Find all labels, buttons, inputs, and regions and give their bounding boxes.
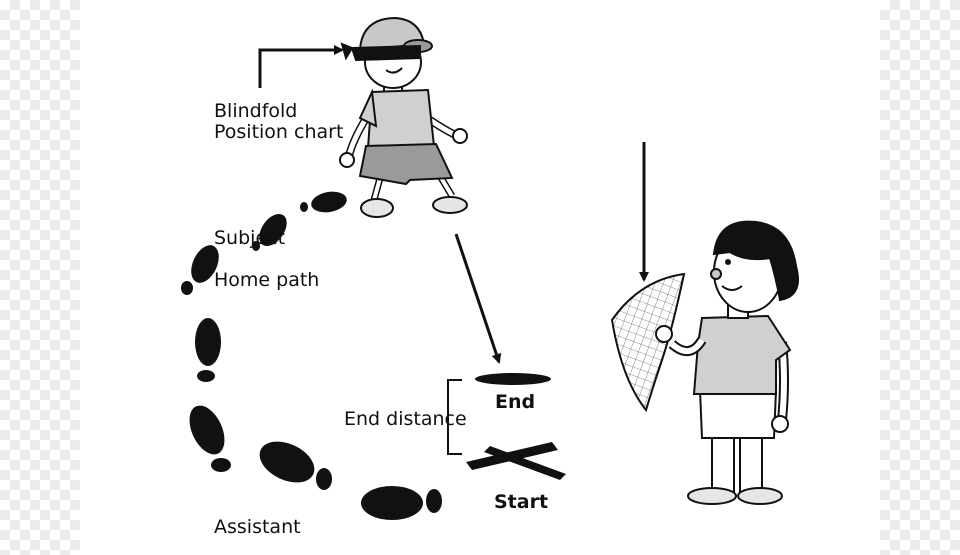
assistant-label: Assistant <box>214 516 301 538</box>
footprint <box>300 202 308 212</box>
footprint <box>311 191 347 213</box>
footprint <box>181 281 193 295</box>
end-label: End <box>495 391 536 413</box>
footprint <box>316 468 332 490</box>
blindfold-label: Blindfold <box>214 100 298 122</box>
footprint <box>191 245 219 283</box>
footprint <box>259 213 287 247</box>
footprint <box>259 441 315 483</box>
start-marker <box>466 442 566 480</box>
walk-arrow <box>454 233 502 364</box>
footprint <box>252 241 260 251</box>
home-path-footprints <box>181 191 442 520</box>
blindfold-arrow <box>258 45 344 88</box>
footprint <box>211 458 231 472</box>
subject-label: Subject <box>214 227 286 249</box>
footprint <box>189 405 225 455</box>
end-distance-bracket <box>447 379 462 455</box>
subject-figure <box>339 16 468 218</box>
end-marker <box>475 373 551 385</box>
footprint <box>361 486 423 520</box>
start-label: Start <box>494 491 549 513</box>
footprint <box>426 489 442 513</box>
assistant-figure <box>610 220 799 505</box>
home-path-label: Home path <box>214 269 320 291</box>
footprint <box>197 370 215 382</box>
footprint <box>195 318 221 366</box>
position-chart-label: Position chart <box>214 121 344 143</box>
end-distance-label: End distance <box>344 408 467 430</box>
